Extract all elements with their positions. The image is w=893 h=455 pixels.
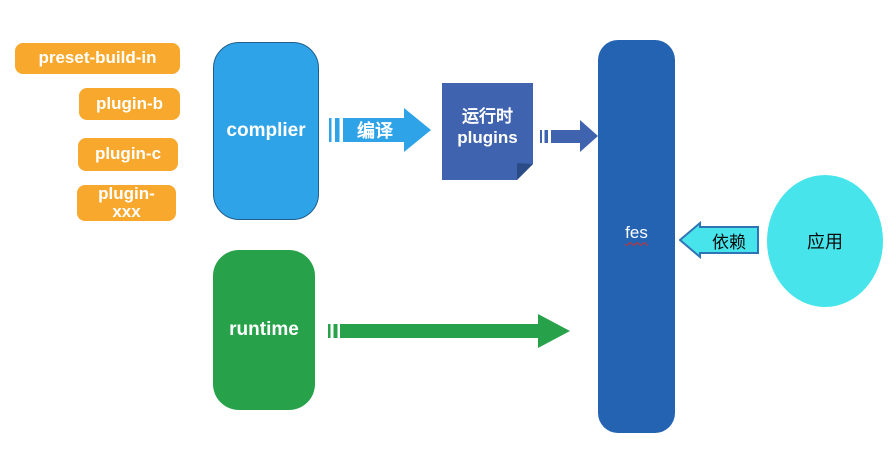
complier-node: complier: [213, 42, 319, 220]
runtime-plugins-node: 运行时 plugins: [442, 83, 533, 180]
folded-corner-shape: [442, 83, 533, 180]
depend-arrow-shape: [679, 220, 759, 260]
badge-plugin-c-label: plugin-c: [94, 144, 162, 164]
compile-arrow-shape: [329, 108, 431, 152]
compile-arrow-label: 编译: [357, 121, 393, 141]
plugins-to-fes-arrow: [540, 117, 598, 155]
fes-node-label: fes: [625, 222, 648, 242]
badge-plugin-xxx-label: plugin-xxx: [98, 183, 155, 221]
fes-node: fes: [598, 40, 675, 433]
runtime-node: runtime: [213, 250, 315, 410]
depend-arrow: 依赖: [679, 219, 759, 260]
runtime-to-fes-arrow-shape: [328, 314, 570, 348]
runtime-to-fes-arrow: [328, 312, 570, 350]
badge-plugin-xxx: plugin-xxx: [77, 183, 176, 221]
badge-plugin-b-label: plugin-b: [95, 93, 164, 113]
depend-arrow-label: 依赖: [712, 232, 746, 252]
badge-plugin-b: plugin-b: [79, 88, 180, 120]
app-ellipse-label: 应用: [807, 232, 843, 252]
badge-preset-build-in: preset-build-in: [15, 43, 180, 74]
runtime-plugins-label-zh: 运行时: [462, 106, 513, 126]
compile-arrow: 编译: [329, 105, 431, 155]
badge-preset-build-in-label: preset-build-in: [38, 48, 157, 68]
app-ellipse: 应用: [767, 175, 883, 307]
plugins-to-fes-arrow-shape: [540, 120, 598, 152]
runtime-node-label: runtime: [229, 319, 299, 340]
complier-node-label: complier: [226, 120, 306, 141]
badge-plugin-c: plugin-c: [78, 138, 178, 171]
runtime-plugins-label-en: plugins: [457, 127, 518, 147]
